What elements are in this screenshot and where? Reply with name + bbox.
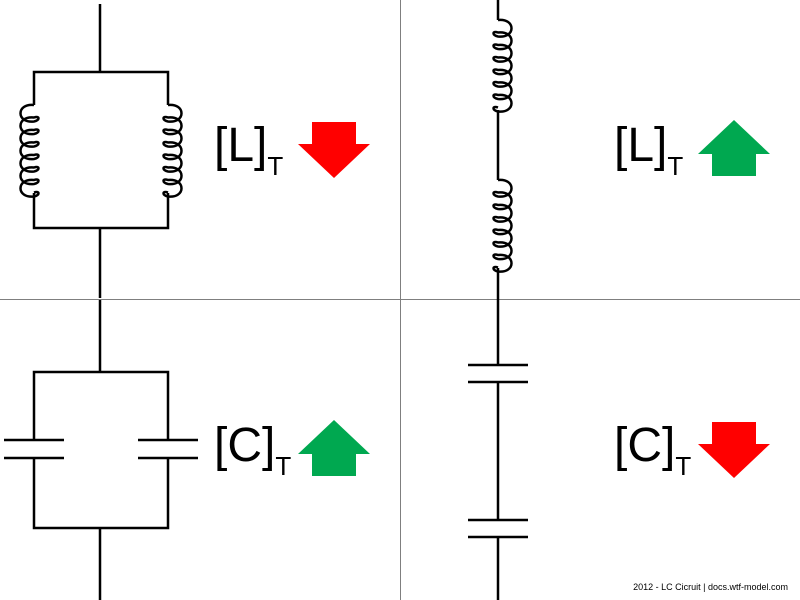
label-text: [L] <box>614 119 668 172</box>
label-text: [C] <box>614 419 676 472</box>
series-capacitors-circuit <box>468 300 528 600</box>
total-capacitance-label-parallel: [C]T <box>214 419 292 481</box>
label-text: [C] <box>214 419 276 472</box>
inductor-coil <box>162 103 183 198</box>
parallel-capacitors-circuit <box>4 300 198 600</box>
inductor-coil <box>492 18 513 113</box>
inductor-symbol <box>162 103 183 198</box>
inductor-symbol <box>492 178 513 273</box>
total-capacitance-label-series: [C]T <box>614 419 692 481</box>
up-arrow-icon <box>698 120 770 176</box>
label-subscript: T <box>275 451 292 481</box>
total-inductance-label-parallel: [L]T <box>214 119 284 181</box>
inductor-coil <box>492 178 513 273</box>
parallel-inductors-circuit <box>19 4 183 298</box>
label-subscript: T <box>675 451 692 481</box>
label-text: [L] <box>214 119 268 172</box>
up-arrow-icon <box>298 420 370 476</box>
down-arrow-icon <box>698 422 770 478</box>
inductor-symbol <box>19 103 40 198</box>
label-subscript: T <box>267 151 284 181</box>
series-inductors-circuit <box>492 0 513 300</box>
down-arrow-icon <box>298 122 370 178</box>
label-subscript: T <box>667 151 684 181</box>
footer-credit: 2012 - LC Cicruit | docs.wtf-model.com <box>633 582 788 592</box>
inductor-symbol <box>492 18 513 113</box>
inductor-coil <box>19 103 40 198</box>
total-inductance-label-series: [L]T <box>614 119 684 181</box>
